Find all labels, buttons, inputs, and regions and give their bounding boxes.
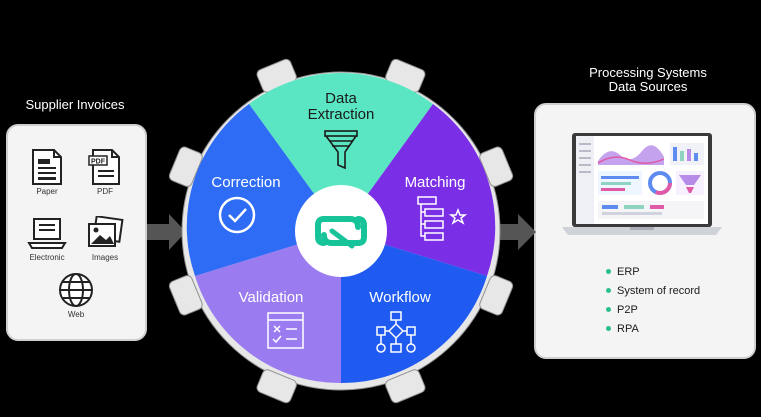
pdf-document-icon: PDF bbox=[88, 149, 120, 185]
processing-systems-heading: Processing Systems Data Sources bbox=[578, 66, 718, 94]
processing-systems-heading-line1: Processing Systems bbox=[589, 65, 707, 80]
funnel-icon bbox=[324, 130, 358, 170]
hierarchy-star-icon bbox=[417, 196, 468, 241]
gear-tooth bbox=[479, 146, 514, 187]
segment-data-extraction bbox=[249, 72, 433, 231]
laptop-dashboard-icon bbox=[562, 133, 722, 235]
supplier-invoices-panel: Paper PDF PDF Electronic Images bbox=[6, 124, 147, 341]
source-label: Paper bbox=[36, 187, 58, 196]
list-item: P2P bbox=[604, 303, 700, 322]
segment-label: Correction bbox=[211, 174, 280, 191]
gear-tooth bbox=[479, 275, 514, 316]
gear-tooth bbox=[168, 146, 203, 187]
paper-document-icon bbox=[32, 149, 62, 185]
check-circle-icon bbox=[218, 196, 256, 234]
list-item: System of record bbox=[604, 284, 700, 303]
segment-label: Validation bbox=[239, 289, 304, 306]
source-pdf: PDF PDF bbox=[75, 148, 135, 196]
images-icon bbox=[88, 216, 124, 247]
source-paper: Paper bbox=[17, 148, 77, 196]
source-electronic: Electronic bbox=[17, 216, 77, 262]
processing-systems-panel bbox=[534, 103, 756, 359]
output-arrow bbox=[496, 214, 536, 250]
source-web: Web bbox=[46, 271, 106, 319]
list-item: ERP bbox=[604, 265, 700, 284]
input-arrow bbox=[147, 214, 186, 250]
globe-icon bbox=[59, 273, 93, 307]
center-hub bbox=[295, 185, 387, 277]
segment-validation bbox=[195, 231, 341, 384]
segment-label: Matching bbox=[405, 174, 466, 191]
gear-tooth bbox=[385, 369, 426, 404]
gear-tooth bbox=[168, 275, 203, 316]
list-item: RPA bbox=[604, 322, 700, 341]
logo-icon bbox=[315, 216, 367, 249]
supplier-invoices-heading: Supplier Invoices bbox=[25, 97, 125, 112]
svg-text:PDF: PDF bbox=[91, 159, 106, 166]
source-label: Web bbox=[67, 310, 85, 319]
laptop-icon bbox=[27, 218, 67, 249]
segment-label: Workflow bbox=[369, 289, 431, 306]
segment-label: Data bbox=[325, 90, 357, 107]
processing-systems-heading-line2: Data Sources bbox=[608, 79, 688, 94]
segment-label: Extraction bbox=[308, 106, 375, 123]
gear-tooth bbox=[256, 369, 297, 404]
source-images: Images bbox=[75, 216, 135, 262]
source-label: Electronic bbox=[29, 253, 65, 262]
form-check-icon bbox=[267, 312, 304, 349]
flowchart-icon bbox=[376, 311, 416, 353]
processing-systems-list: ERP System of record P2P RPA bbox=[604, 265, 700, 341]
source-label: PDF bbox=[97, 187, 113, 196]
source-label: Images bbox=[91, 253, 119, 262]
